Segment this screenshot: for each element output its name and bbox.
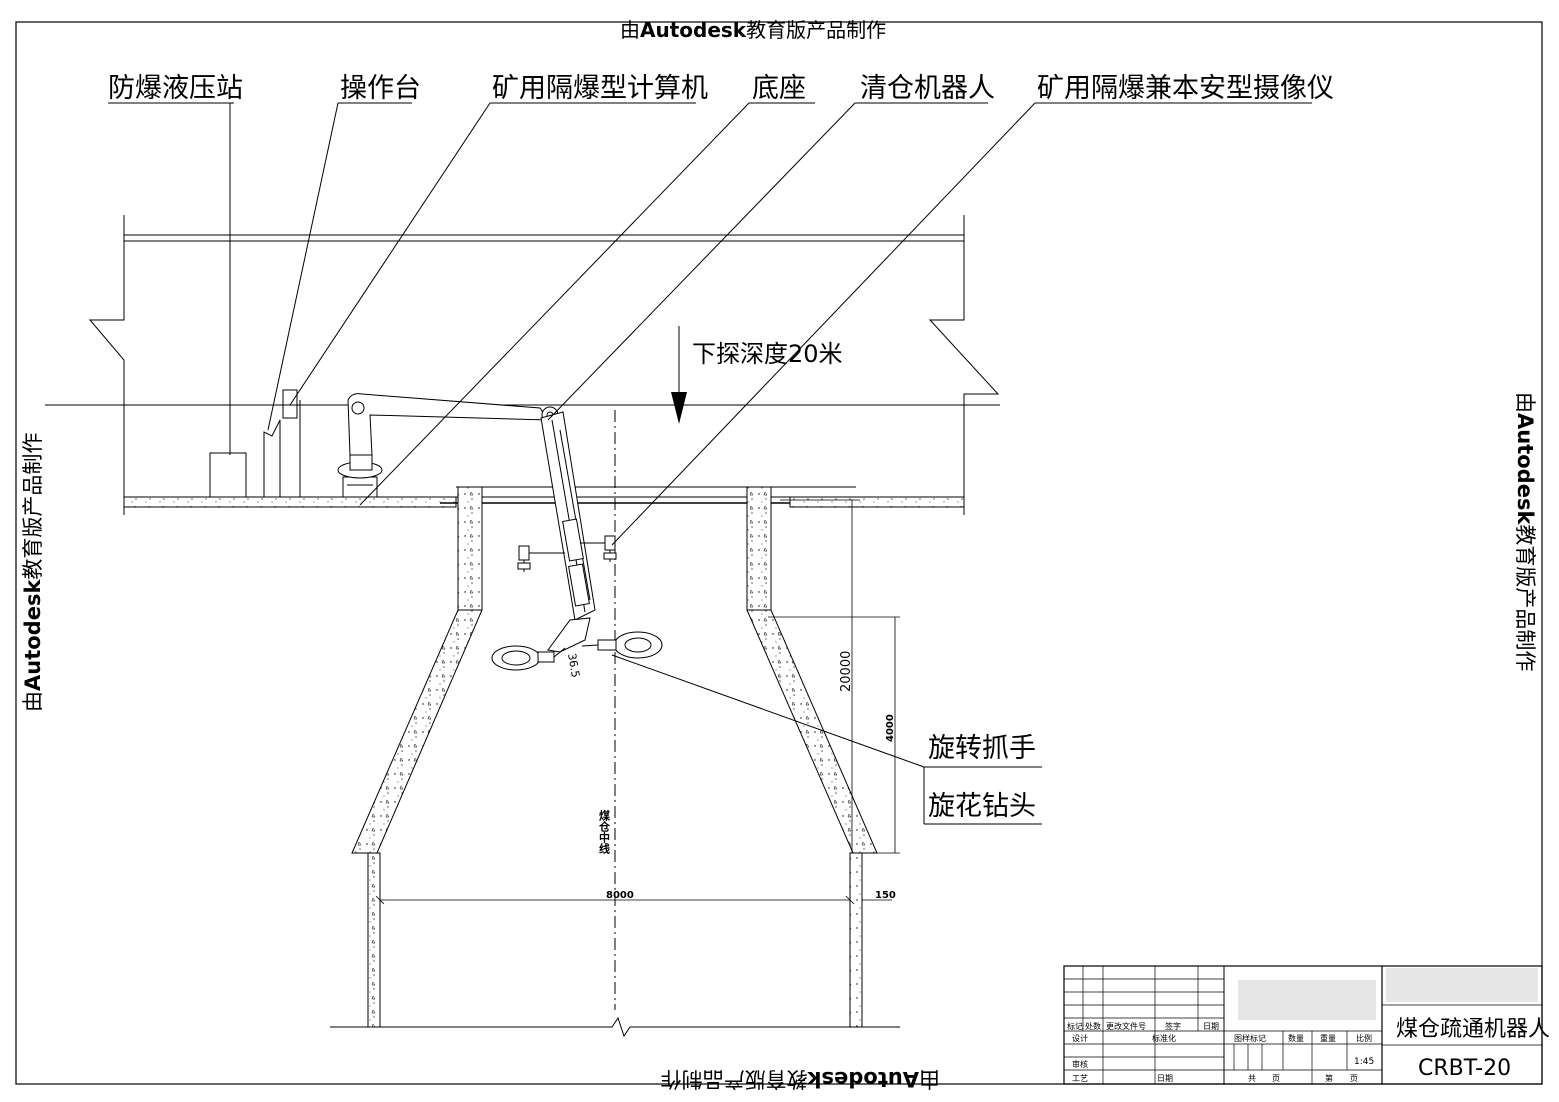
- svg-text:审核: 审核: [1072, 1059, 1088, 1069]
- scale-value: 1:45: [1354, 1057, 1374, 1067]
- svg-text:由Autodesk教育版产品制作: 由Autodesk教育版产品制作: [661, 1067, 940, 1091]
- dimension-lines: [375, 499, 900, 905]
- label-camera: 矿用隔爆兼本安型摄像仪: [1037, 73, 1334, 104]
- svg-text:处数: 处数: [1085, 1021, 1101, 1031]
- svg-text:设计: 设计: [1072, 1033, 1088, 1043]
- robot-arm: [347, 393, 596, 653]
- building-structure: [45, 215, 1000, 515]
- floor-slab: [123, 486, 965, 508]
- centerline-label: 煤仓中线: [598, 809, 612, 855]
- watermark-top: 由Autodesk教育版产品制作: [620, 18, 886, 42]
- label-base: 底座: [752, 73, 806, 104]
- title-block-placeholder-a: [1238, 980, 1376, 1020]
- camera-left: [517, 545, 565, 572]
- title-block: [1063, 965, 1543, 1085]
- label-rotary-gripper: 旋转抓手: [928, 733, 1036, 764]
- watermark-bottom: 由Autodesk教育版产品制作: [661, 1067, 940, 1091]
- title-block-placeholder-b: [1386, 968, 1538, 1002]
- label-rotary-drill: 旋花钻头: [928, 791, 1036, 822]
- title-block-text: 标记 处数 更改文件号 签字 日期 设计 标准化 审核 工艺 日期 图样标记 数…: [1067, 1017, 1550, 1083]
- svg-text:页: 页: [1350, 1074, 1358, 1083]
- svg-text:由Autodesk教育版产品制作: 由Autodesk教育版产品制作: [1513, 392, 1537, 671]
- coal-bin: [330, 486, 900, 1038]
- svg-text:日期: 日期: [1157, 1074, 1173, 1083]
- hydraulic-station: [209, 452, 247, 498]
- rotary-drill: [581, 631, 663, 659]
- svg-text:更改文件号: 更改文件号: [1106, 1021, 1146, 1031]
- svg-text:标准化: 标准化: [1152, 1033, 1176, 1043]
- svg-text:标记: 标记: [1067, 1021, 1083, 1031]
- dim-height-total: 20000: [839, 651, 854, 692]
- depth-arrow: [671, 326, 687, 424]
- dim-width-bin: 8000: [606, 890, 634, 901]
- angle-label: 36.5: [565, 652, 582, 678]
- depth-note: 下探深度20米: [692, 340, 843, 368]
- svg-text:签字: 签字: [1165, 1021, 1181, 1031]
- svg-text:重量: 重量: [1320, 1033, 1336, 1043]
- svg-text:共: 共: [1248, 1074, 1256, 1083]
- label-hydraulic-station: 防爆液压站: [108, 73, 243, 104]
- svg-text:数量: 数量: [1288, 1033, 1304, 1043]
- svg-text:比例: 比例: [1356, 1033, 1372, 1043]
- label-computer: 矿用隔爆型计算机: [492, 73, 708, 104]
- leader-lines: [108, 102, 1312, 825]
- svg-text:日期: 日期: [1203, 1022, 1219, 1031]
- svg-text:由Autodesk教育版产品制作: 由Autodesk教育版产品制作: [620, 18, 886, 42]
- drawing-number: CRBT-20: [1418, 1056, 1511, 1081]
- svg-text:第: 第: [1325, 1073, 1333, 1083]
- label-console: 操作台: [340, 73, 421, 104]
- svg-text:由Autodesk教育版产品制作: 由Autodesk教育版产品制作: [21, 433, 45, 712]
- camera-right: [580, 535, 617, 562]
- drawing-border: [15, 21, 1543, 1085]
- svg-text:图样标记: 图样标记: [1234, 1033, 1266, 1043]
- dim-wall-thickness: 150: [875, 890, 896, 901]
- drawing-title: 煤仓疏通机器人: [1396, 1017, 1550, 1042]
- svg-text:页: 页: [1272, 1074, 1280, 1083]
- robot-base: [337, 454, 383, 498]
- watermark-right: 由Autodesk教育版产品制作: [1513, 392, 1537, 671]
- label-robot: 清仓机器人: [860, 73, 995, 104]
- watermark-left: 由Autodesk教育版产品制作: [21, 433, 45, 712]
- dim-height-hopper: 4000: [885, 714, 896, 742]
- svg-text:工艺: 工艺: [1072, 1074, 1088, 1083]
- rotary-gripper: [491, 645, 566, 671]
- operation-console: [263, 389, 301, 497]
